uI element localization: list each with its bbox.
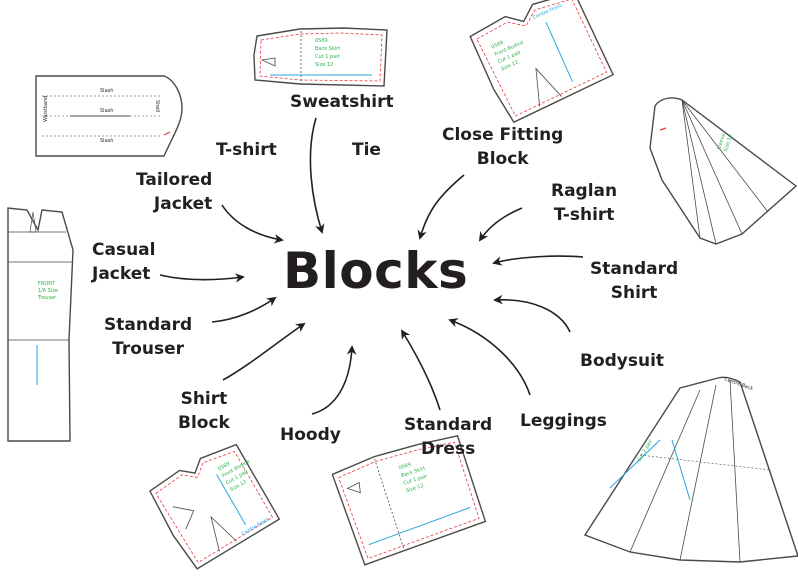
label-casual-jacket: Casual Jacket xyxy=(92,240,156,284)
shirt-block-pattern: 0589 Front Bodice Cut 1 pair Size 12 Cen… xyxy=(149,443,281,570)
back-skirt-text: 0589 Back Skirt Cut 1 pair Size 12 xyxy=(315,38,342,68)
label-raglan-t-shirt: Raglan T-shirt xyxy=(551,181,618,225)
label-standard-trouser: Standard Trouser xyxy=(104,315,193,359)
tie-side-text: Waistband xyxy=(43,96,49,122)
label-sweatshirt: Sweatshirt xyxy=(290,92,394,112)
tie-pattern: Slash Slash Slash Waistband Shell xyxy=(35,75,183,157)
label-shirt-block: Shirt Block xyxy=(178,389,230,433)
arrow-shirt-block xyxy=(222,322,306,381)
label-leggings: Leggings xyxy=(520,411,607,431)
front-bodice-pattern: 0589 Front Bodice Cut 1 pair Size 12 Cen… xyxy=(469,0,615,124)
arrow-standard-shirt xyxy=(492,255,584,266)
arrow-bodysuit xyxy=(493,294,571,333)
tie-slash-1: Slash xyxy=(100,88,113,94)
arrow-sweatshirt xyxy=(309,117,325,234)
arrows xyxy=(159,117,584,415)
arrow-tailored-jacket xyxy=(221,204,284,244)
label-bodysuit: Bodysuit xyxy=(580,351,665,371)
arrow-standard-trouser xyxy=(211,296,277,323)
label-standard-shirt: Standard Shirt xyxy=(590,259,679,303)
bottom-skirt-pattern: 0589 Back Skirt Cut 1 pair Size 12 xyxy=(331,435,487,566)
back-skirt-pattern: 0589 Back Skirt Cut 1 pair Size 12 xyxy=(253,27,388,87)
label-close-fitting-block: Close Fitting Block xyxy=(442,125,564,169)
skirt-pattern: Centre Back Cut 2 pair xyxy=(583,376,798,563)
arrow-close-fitting xyxy=(417,174,465,240)
arrow-standard-dress xyxy=(400,329,441,411)
arrow-raglan xyxy=(478,207,523,242)
label-hoody: Hoody xyxy=(280,425,341,445)
arrow-hoody xyxy=(311,345,357,415)
hood-pattern: Sleeve Size 12 xyxy=(649,97,798,245)
bottom-skirt-text: 0589 Back Skirt Cut 1 pair Size 12 xyxy=(398,457,433,494)
arrow-leggings xyxy=(448,318,531,396)
hood-text: Sleeve Size 12 xyxy=(716,131,734,152)
tie-slash-3: Slash xyxy=(100,138,113,144)
label-tie: Tie xyxy=(352,140,381,160)
blocks-title: Blocks xyxy=(283,242,469,300)
label-tailored-jacket: Tailored Jacket xyxy=(136,170,213,214)
tie-slash-2: Slash xyxy=(100,108,113,114)
label-t-shirt: T-shirt xyxy=(216,140,277,160)
trouser-text: FRONT 1/6 Size Trouser xyxy=(37,281,60,301)
label-standard-dress: Standard Dress xyxy=(404,415,493,459)
tie-end-text: Shell xyxy=(154,100,160,112)
arrow-casual-jacket xyxy=(159,273,245,283)
trouser-pattern: FRONT 1/6 Size Trouser xyxy=(7,207,74,442)
